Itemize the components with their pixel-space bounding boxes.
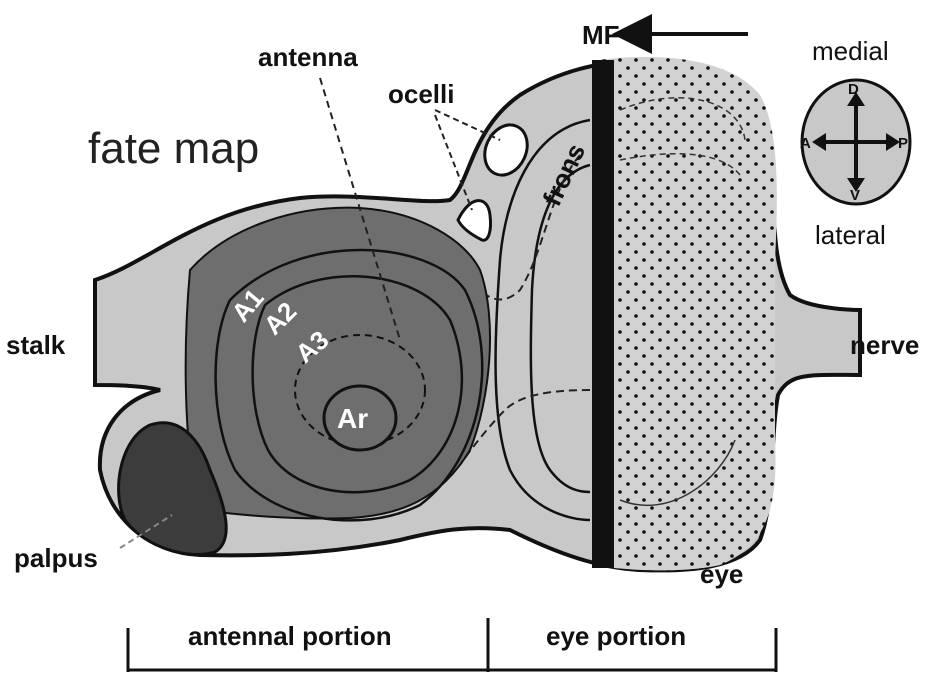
compass-lateral-label: lateral	[815, 220, 886, 250]
eye-label: eye	[700, 559, 743, 589]
antennal-domain	[186, 208, 490, 519]
compass-a-label: A	[800, 135, 811, 152]
morphogenetic-furrow	[592, 60, 614, 568]
compass-medial-label: medial	[812, 36, 889, 66]
stalk-label: stalk	[6, 330, 66, 360]
antenna-label: antenna	[258, 42, 358, 72]
diagram-title: fate map	[88, 124, 259, 173]
nerve-label: nerve	[850, 330, 919, 360]
eye-portion-label: eye portion	[546, 621, 686, 651]
compass-p-label: P	[898, 135, 908, 152]
compass-d-label: D	[848, 81, 859, 98]
palpus-label: palpus	[14, 543, 98, 573]
eye-region	[598, 57, 777, 570]
mf-label: MF	[582, 20, 620, 50]
arista-label: Ar	[337, 403, 368, 434]
orientation-compass	[802, 80, 910, 204]
ocelli-label: ocelli	[388, 79, 454, 109]
compass-v-label: V	[850, 187, 860, 204]
antennal-portion-label: antennal portion	[188, 621, 392, 651]
